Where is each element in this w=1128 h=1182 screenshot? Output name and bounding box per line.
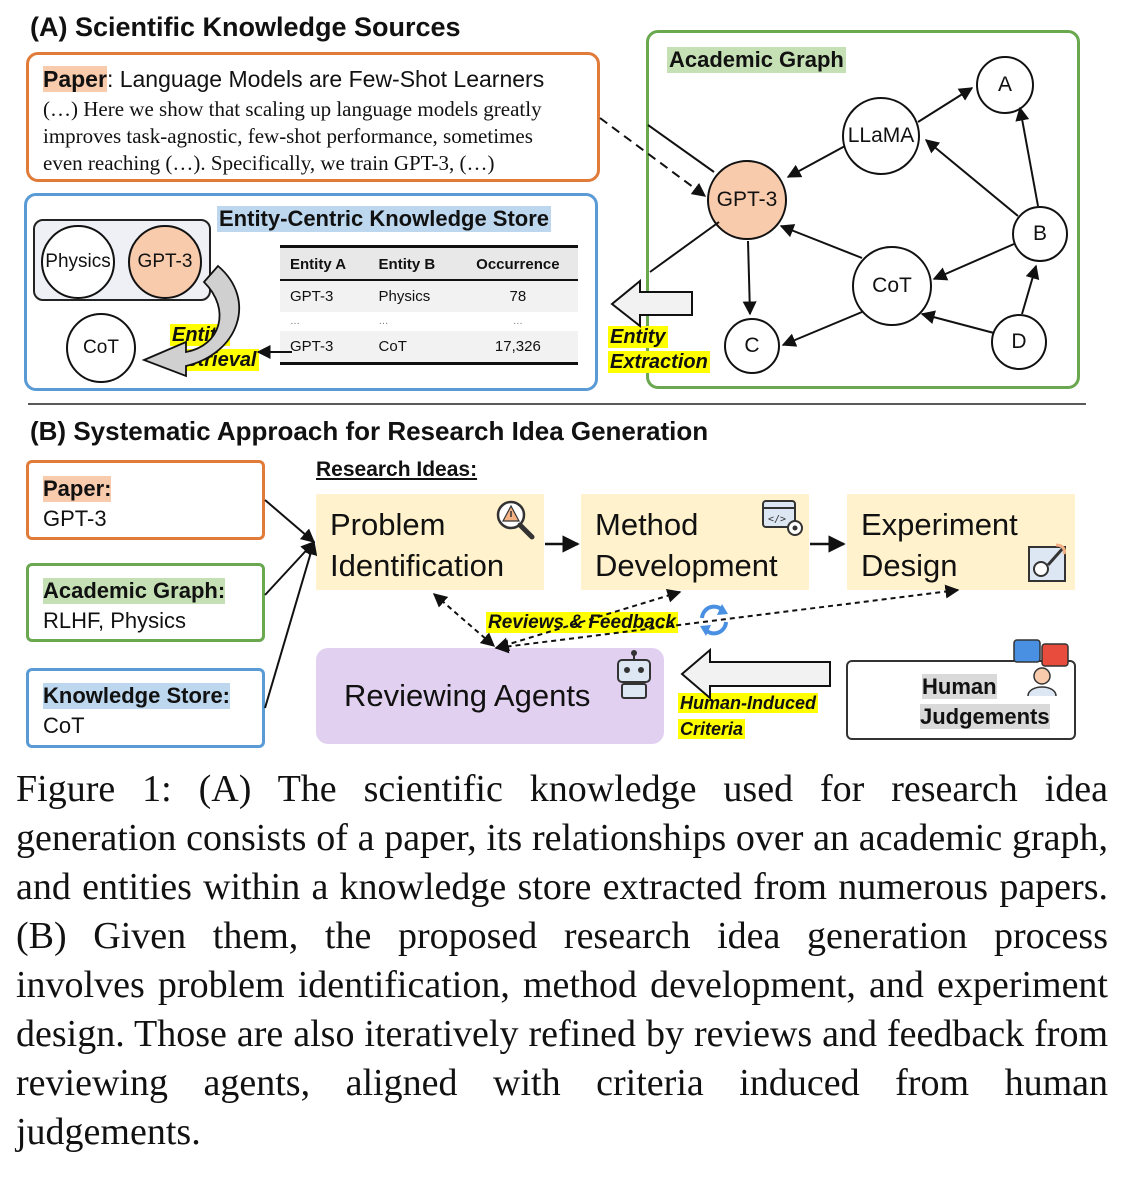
entity-physics: Physics — [41, 225, 115, 299]
input-knowledge-store: Knowledge Store: CoT — [26, 668, 265, 748]
table-cell: … — [280, 312, 369, 331]
graph-node-d: D — [991, 314, 1047, 370]
paper-line: improves task-agnostic, few-shot perform… — [43, 124, 533, 148]
graph-edge — [742, 240, 757, 316]
knowledge-table-wrap: Entity A Entity B Occurrence GPT-3 Physi… — [280, 245, 578, 365]
input-paper: Paper: GPT-3 — [26, 460, 265, 540]
research-ideas-title: Research Ideas: — [316, 458, 478, 481]
paper-line: (…) Here we show that scaling up languag… — [43, 97, 542, 121]
graph-edge — [924, 139, 1019, 217]
entity-cot: CoT — [66, 313, 136, 383]
academic-graph-title: Academic Graph — [667, 47, 846, 73]
table-cell: Physics — [368, 280, 458, 312]
graph-node-cot: CoT — [852, 246, 932, 326]
paper-title: : Language Models are Few-Shot Learners — [106, 66, 545, 92]
graph-edge — [647, 124, 715, 173]
graph-node-gpt3: GPT-3 — [707, 160, 787, 240]
human-judgements-label: Human Judgements — [920, 674, 1050, 729]
thumbs-feedback-icon — [1013, 639, 1069, 697]
entity-extraction-label: Entity Extraction — [608, 326, 710, 373]
paper-link-arrow — [599, 117, 707, 197]
graph-edge — [649, 221, 720, 273]
graph-edge — [932, 243, 1015, 281]
table-cell: 17,326 — [457, 331, 578, 365]
graph-edge — [781, 311, 863, 347]
table-cell: … — [368, 312, 458, 331]
graph-edge — [786, 145, 846, 178]
knowledge-store-title: Entity-Centric Knowledge Store — [217, 206, 552, 232]
stage-problem-identification: Problem Identification — [316, 494, 544, 590]
paper-abstract: (…) Here we show that scaling up languag… — [43, 96, 542, 177]
graph-node-llama: LLaMA — [842, 97, 920, 175]
reviewing-agents-box: Reviewing Agents — [316, 648, 664, 744]
feedback-arrow — [432, 593, 496, 647]
table-cell: GPT-3 — [280, 331, 369, 365]
graph-node-a: A — [976, 56, 1034, 114]
paper-label: Paper — [43, 66, 107, 92]
entity-gpt3: GPT-3 — [128, 225, 202, 299]
blueprint-icon — [1028, 543, 1066, 582]
refresh-cycle-icon — [700, 604, 728, 636]
section-b-arrows — [264, 499, 960, 709]
table-cell: CoT — [368, 331, 458, 365]
feedback-arrow — [494, 584, 960, 654]
table-cell: GPT-3 — [280, 280, 369, 312]
table-row: GPT-3 CoT 17,326 — [280, 331, 578, 365]
figure-caption: Figure 1: (A) The scientific knowledge u… — [16, 768, 1108, 1153]
magnifier-warning-icon — [496, 500, 535, 540]
reviewing-agents-label: Reviewing Agents — [344, 678, 591, 713]
input-arrow — [264, 540, 318, 709]
input-arrow — [264, 499, 316, 543]
code-gear-icon: </> — [762, 500, 803, 536]
graph-edge — [920, 310, 995, 334]
graph-edge — [917, 87, 974, 123]
svg-text:</>: </> — [768, 514, 786, 525]
feedback-arrow — [494, 588, 682, 652]
paper-box: Paper: Language Models are Few-Shot Lear… — [26, 52, 600, 182]
input-academic-graph: Academic Graph: RLHF, Physics — [26, 563, 265, 642]
human-criteria-label: Human-Induced Criteria — [678, 693, 819, 739]
section-b-title: (B) Systematic Approach for Research Ide… — [30, 416, 709, 446]
criteria-arrow — [680, 647, 831, 701]
section-a-title: (A) Scientific Knowledge Sources — [30, 12, 461, 42]
table-cell: … — [457, 312, 578, 331]
table-header: Occurrence — [457, 245, 578, 281]
paper-line: even reaching (…). Specifically, we trai… — [43, 151, 495, 175]
robot-icon — [617, 650, 651, 699]
table-row: … … … — [280, 312, 578, 331]
graph-node-b: B — [1012, 206, 1068, 262]
table-row: GPT-3 Physics 78 — [280, 280, 578, 312]
table-cell: 78 — [457, 280, 578, 312]
graph-edge — [1015, 106, 1039, 207]
section-a-arrows — [28, 87, 1086, 405]
retrieval-curve-arrow — [141, 264, 241, 378]
graph-edge — [1021, 264, 1040, 315]
graph-edge — [779, 224, 863, 259]
knowledge-table: Entity A Entity B Occurrence GPT-3 Physi… — [280, 245, 578, 365]
graph-node-c: C — [724, 318, 780, 374]
table-header: Entity B — [368, 245, 458, 281]
table-header: Entity A — [280, 245, 369, 281]
extraction-arrow — [610, 278, 693, 329]
